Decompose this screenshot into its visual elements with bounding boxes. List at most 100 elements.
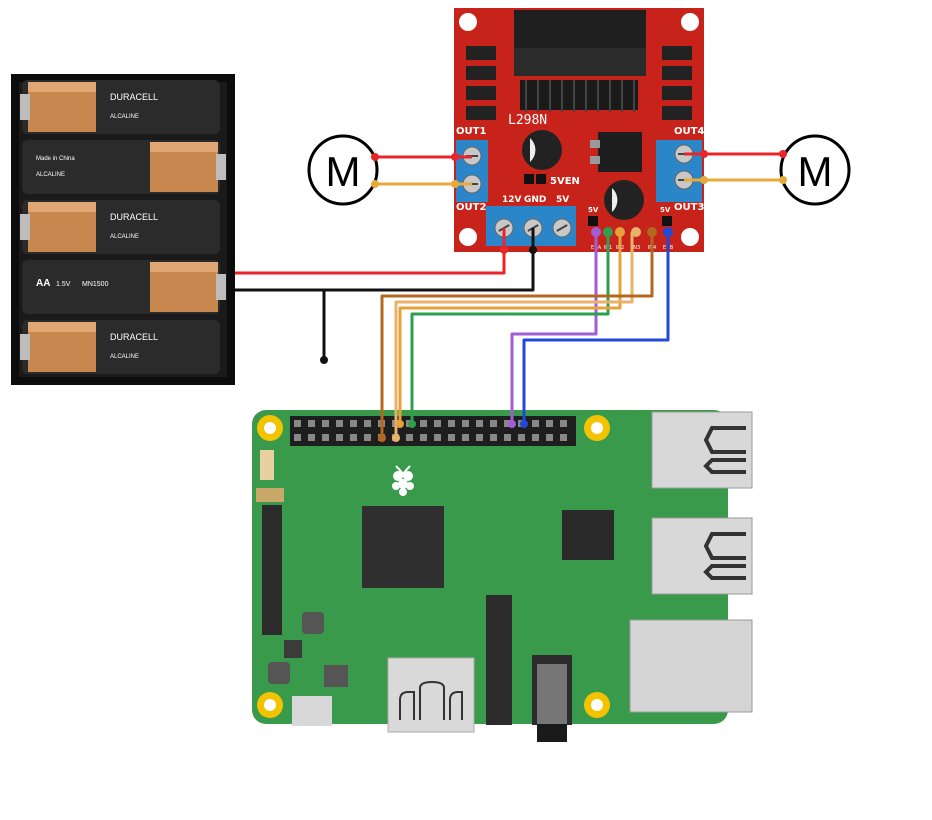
usb-port (651, 517, 753, 595)
gpio-pin[interactable] (364, 420, 371, 427)
audio-jack (532, 655, 572, 742)
battery-type: ALCALINE (110, 354, 139, 360)
out2-label: OUT2 (456, 202, 486, 213)
wire-in3-light-orange (394, 232, 634, 438)
battery-model: MN1500 (82, 281, 109, 288)
gpio-pin[interactable] (434, 420, 441, 427)
power-label-5v: 5V (556, 195, 569, 205)
chip-label: L298N (508, 113, 547, 128)
raspberry-logo-icon (392, 465, 414, 496)
jumper-pin[interactable] (536, 174, 546, 184)
battery-type: ALCALINE (36, 172, 65, 178)
voltage-regulator (598, 132, 642, 172)
gpio-pin[interactable] (420, 420, 427, 427)
gpio-pin[interactable] (546, 434, 553, 441)
motor-left: M (307, 134, 379, 206)
diode-array (466, 46, 692, 120)
gpio-pin[interactable] (532, 434, 539, 441)
gpio-pin[interactable] (434, 434, 441, 441)
gpio-pin[interactable] (476, 420, 483, 427)
battery-size: AA (36, 278, 50, 289)
battery-brand: DURACELL (110, 332, 158, 342)
micro-usb-port (292, 696, 332, 726)
out4-label: OUT4 (674, 126, 704, 137)
gpio-pin[interactable] (448, 420, 455, 427)
camera-connector (486, 595, 512, 725)
terminal-out3-out4[interactable] (656, 140, 702, 202)
power-terminal[interactable] (486, 206, 576, 246)
wire-endpoints (320, 150, 787, 442)
gpio-pin[interactable] (518, 434, 525, 441)
battery-type: ALCALINE (110, 234, 139, 240)
gpio-pin[interactable] (308, 434, 315, 441)
display-connector (262, 505, 282, 635)
battery-brand: DURACELL (110, 212, 158, 222)
gpio-pin[interactable] (504, 434, 511, 441)
gpio-pin[interactable] (560, 420, 567, 427)
raspberry-pi-board (252, 410, 753, 742)
wire-ena-purple (510, 232, 598, 424)
gpio-pin[interactable] (308, 420, 315, 427)
battery-made-in: Made in China (36, 156, 75, 162)
l298n-motor-driver: L298N 5VEN OUT1 OUT2 OUT4 OUT3 (454, 8, 704, 252)
jumper-pin[interactable] (524, 174, 534, 184)
capacitor (604, 180, 644, 220)
out3-label: OUT3 (674, 202, 704, 213)
gpio-pin[interactable] (420, 434, 427, 441)
hdmi-port (387, 657, 475, 733)
wire-in1-green (410, 232, 610, 424)
wire-enb-blue (522, 232, 670, 424)
wire-battery-positive (235, 228, 506, 275)
terminal-out1-out2[interactable] (456, 140, 488, 202)
control-pin-label: IN3 (632, 245, 640, 251)
gpio-pin[interactable] (336, 434, 343, 441)
motor-right-label: M (798, 148, 833, 195)
motor-left-label: M (326, 148, 361, 195)
battery-cell: DURACELL ALCALINE (20, 200, 220, 254)
gpio-pin[interactable] (322, 420, 329, 427)
power-label-gnd: GND (524, 195, 546, 205)
gpio-pin[interactable] (406, 434, 413, 441)
battery-voltage: 1.5V (56, 281, 71, 288)
gpio-pin[interactable] (476, 434, 483, 441)
battery-type: ALCALINE (110, 114, 139, 120)
capacitor (522, 130, 562, 170)
heatsink (514, 10, 646, 112)
inductor (268, 662, 290, 684)
gpio-pin[interactable] (448, 434, 455, 441)
header-5v-left: 5V (588, 206, 599, 214)
gpio-pin[interactable] (350, 434, 357, 441)
gpio-pin[interactable] (294, 420, 301, 427)
header-5v-right: 5V (660, 206, 671, 214)
gpio-pin[interactable] (504, 420, 511, 427)
ic (284, 640, 302, 658)
gpio-header[interactable] (290, 416, 576, 446)
gpio-pin[interactable] (546, 420, 553, 427)
motor-right: M (779, 134, 851, 206)
gpio-pin[interactable] (322, 434, 329, 441)
battery-pack: DURACELL ALCALINE Made in China ALCALINE… (11, 74, 235, 385)
battery-brand: DURACELL (110, 92, 158, 102)
ethernet-port (629, 619, 753, 713)
usb-port (651, 411, 753, 489)
usb-lan-chip (562, 510, 614, 560)
battery-cell: DURACELL ALCALINE (20, 320, 220, 374)
gpio-pin[interactable] (350, 420, 357, 427)
gpio-pin[interactable] (462, 420, 469, 427)
gpio-pin[interactable] (364, 434, 371, 441)
gpio-pin[interactable] (490, 420, 497, 427)
battery-cell: DURACELL ALCALINE (20, 80, 220, 134)
inductor (302, 612, 324, 634)
soc-chip (362, 506, 444, 588)
power-label-12v: 12V (502, 195, 522, 205)
gpio-pin[interactable] (336, 420, 343, 427)
gpio-pin[interactable] (560, 434, 567, 441)
out1-label: OUT1 (456, 126, 486, 137)
gpio-pin[interactable] (490, 434, 497, 441)
gpio-pin[interactable] (294, 434, 301, 441)
battery-cell: AA 1.5V MN1500 (22, 260, 226, 314)
gpio-pin[interactable] (462, 434, 469, 441)
jumper-label: 5VEN (550, 176, 580, 187)
gpio-pin[interactable] (532, 420, 539, 427)
